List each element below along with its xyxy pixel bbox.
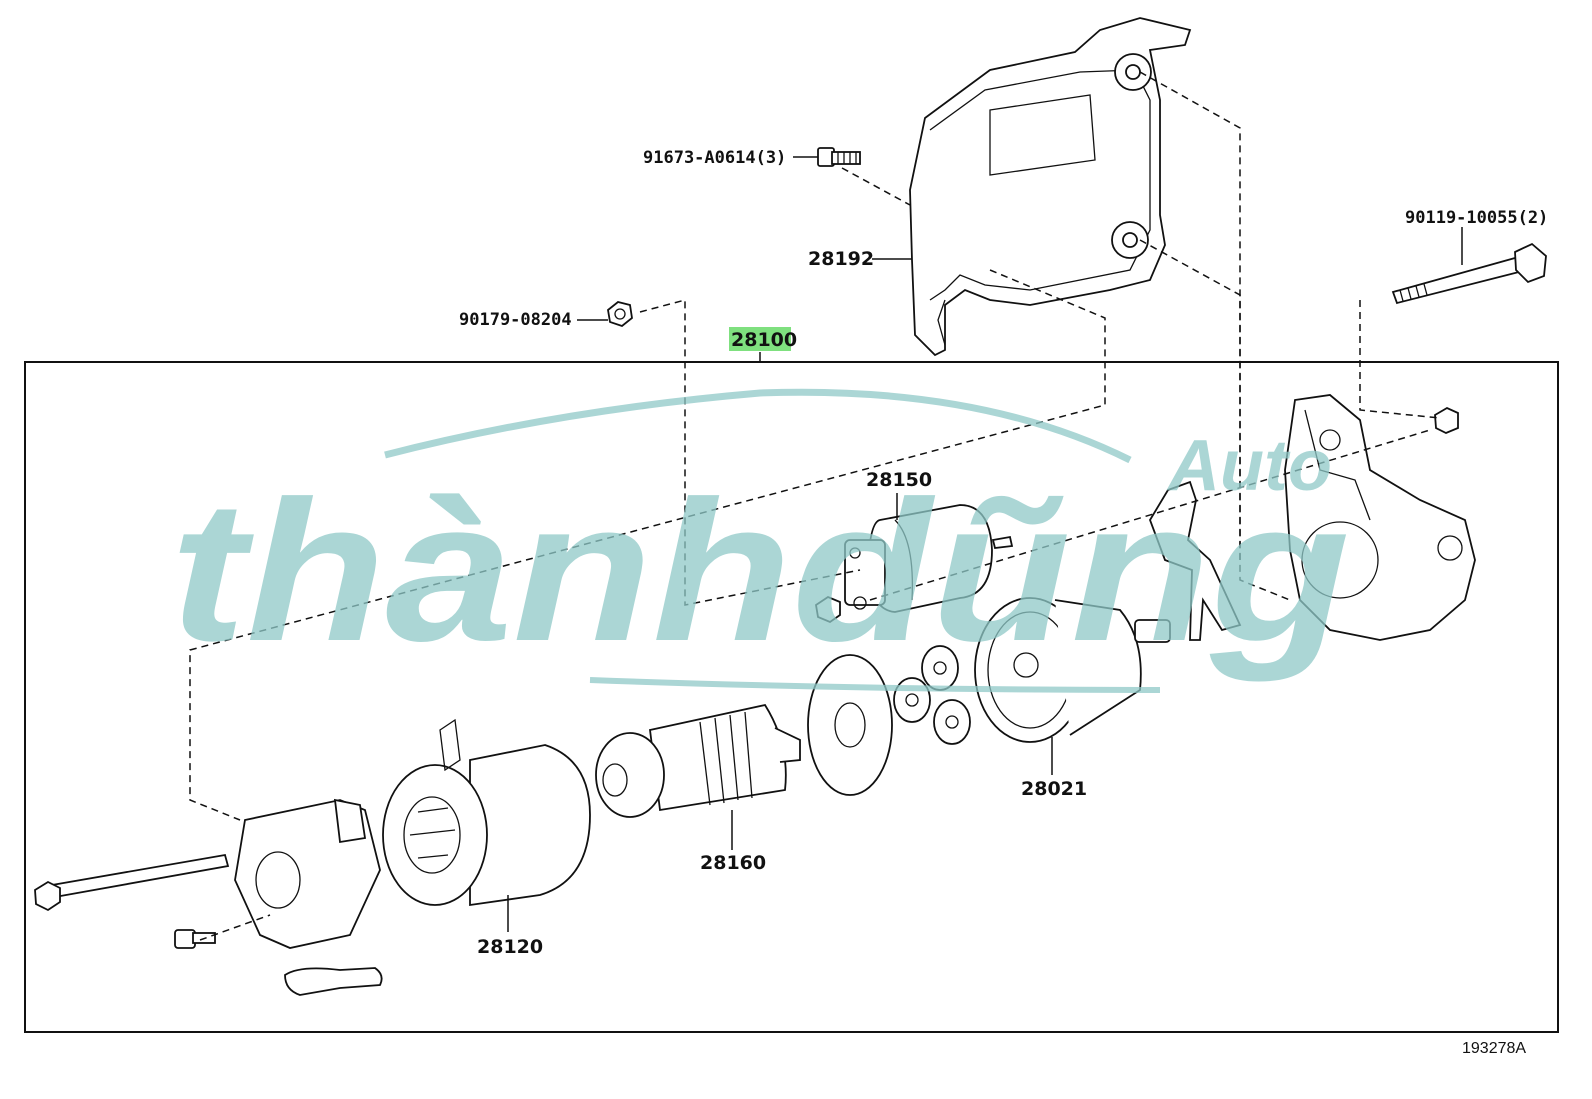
- assembly-dashed-lines: [189, 71, 1441, 941]
- label-28100[interactable]: 28100: [731, 329, 797, 351]
- figure-number: 193278A: [1462, 1040, 1526, 1057]
- label-90119[interactable]: 90119-10055(2): [1405, 208, 1548, 228]
- label-28120[interactable]: 28120: [477, 936, 543, 958]
- label-28021[interactable]: 28021: [1021, 778, 1087, 800]
- assembly-label-highlight: [729, 327, 791, 351]
- label-28150[interactable]: 28150: [866, 469, 932, 491]
- label-28160[interactable]: 28160: [700, 852, 766, 874]
- armature: [595, 703, 801, 818]
- leader-lines: [507, 156, 1463, 932]
- nut-90179: [607, 301, 633, 328]
- solenoid-switch: [815, 504, 1014, 624]
- watermark-text: thànhdũng: [170, 460, 1350, 683]
- watermark-sub-text: Auto: [1166, 426, 1332, 506]
- label-91673[interactable]: 91673-A0614(3): [643, 148, 786, 168]
- label-90179[interactable]: 90179-08204: [459, 310, 572, 330]
- drive-end-housing: [1284, 394, 1476, 641]
- commutator-end-frame: [34, 798, 383, 996]
- heat-shield-cover: [909, 17, 1192, 357]
- drive-lever: [1149, 480, 1242, 641]
- overrunning-clutch: [974, 597, 1171, 743]
- assembly-frame: [24, 361, 1559, 1033]
- label-28192[interactable]: 28192: [808, 248, 874, 270]
- long-bolt-90119: [1391, 242, 1547, 305]
- flange-bolt-small: [817, 147, 861, 167]
- field-yoke: [382, 718, 591, 907]
- watermark-logo: thànhdũng Auto: [170, 388, 1350, 693]
